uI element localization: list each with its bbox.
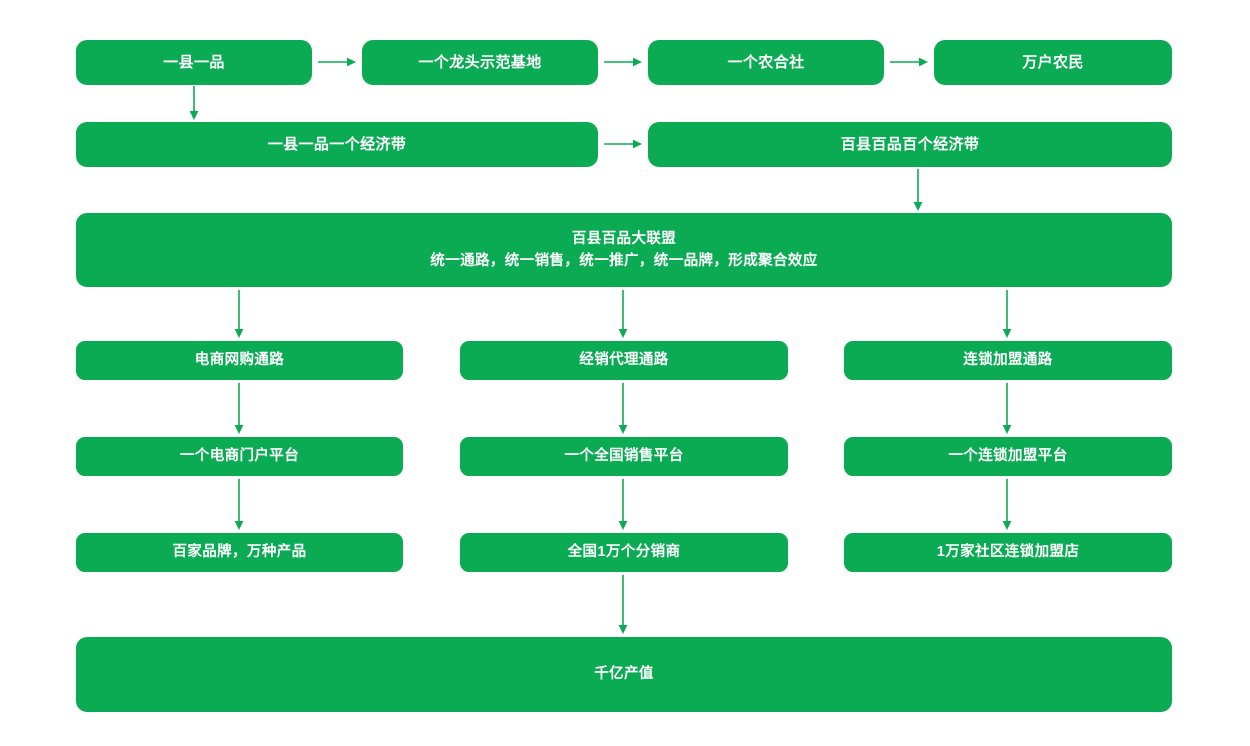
flow-node-n7[interactable]: 百县百品大联盟 统一通路，统一销售，统一推广，统一品牌，形成聚合效应 [76,213,1172,287]
arrow-n9-to-n12-icon [616,383,630,434]
flow-node-n12[interactable]: 一个全国销售平台 [460,437,788,476]
arrow-n5-to-n6-icon [604,137,642,151]
flow-node-label: 一个全国销售平台 [564,448,684,465]
flow-node-label: 全国1万个分销商 [567,544,681,561]
arrow-n2-to-n3-icon [604,55,642,69]
flow-node-n13[interactable]: 一个连锁加盟平台 [844,437,1172,476]
arrow-n7-to-n10-icon [1000,290,1014,338]
flow-node-label: 一个龙头示范基地 [418,53,542,71]
flow-node-n17[interactable]: 千亿产值 [76,637,1172,712]
arrow-n1-to-n5-icon [187,86,201,120]
flow-node-n4[interactable]: 万户农民 [934,40,1172,85]
flow-node-n6[interactable]: 百县百品百个经济带 [648,122,1172,167]
flow-node-label: 百家品牌，万种产品 [172,544,307,561]
flow-node-n5[interactable]: 一县一品一个经济带 [76,122,598,167]
flow-node-label: 一县一品一个经济带 [267,135,407,153]
flow-node-label: 一个电商门户平台 [179,448,300,465]
flow-node-label: 一县一品 [163,53,225,71]
flow-node-label: 一个连锁加盟平台 [948,448,1068,465]
flow-node-label: 电商网购通路 [194,352,285,369]
arrow-n13-to-n16-icon [1000,479,1014,530]
arrow-n7-to-n8-icon [232,290,246,338]
flow-node-label: 连锁加盟通路 [963,352,1053,369]
flow-node-n1[interactable]: 一县一品 [76,40,312,85]
arrow-n7-to-n9-icon [616,290,630,338]
flow-node-n10[interactable]: 连锁加盟通路 [844,341,1172,380]
flow-node-n15[interactable]: 全国1万个分销商 [460,533,788,572]
flow-node-label: 百县百品百个经济带 [840,135,980,153]
arrow-n3-to-n4-icon [890,55,928,69]
flow-node-label: 一个农合社 [727,53,805,71]
arrow-n10-to-n13-icon [1000,383,1014,434]
flow-node-n8[interactable]: 电商网购通路 [76,341,403,380]
flow-node-n2[interactable]: 一个龙头示范基地 [362,40,598,85]
arrow-n15-to-n17-icon [616,575,630,634]
flow-node-n9[interactable]: 经销代理通路 [460,341,788,380]
flow-node-n14[interactable]: 百家品牌，万种产品 [76,533,403,572]
flow-node-label: 千亿产值 [594,666,654,683]
arrow-n8-to-n11-icon [232,383,246,434]
flow-node-label: 1万家社区连锁加盟店 [936,544,1080,561]
arrow-n11-to-n14-icon [232,479,246,530]
flow-node-label: 百县百品大联盟 统一通路，统一销售，统一推广，统一品牌，形成聚合效应 [430,230,818,269]
flow-node-n16[interactable]: 1万家社区连锁加盟店 [844,533,1172,572]
flow-node-label: 经销代理通路 [579,352,669,369]
flow-node-n3[interactable]: 一个农合社 [648,40,884,85]
flow-node-n11[interactable]: 一个电商门户平台 [76,437,403,476]
arrow-n1-to-n2-icon [318,55,356,69]
arrow-n12-to-n15-icon [616,479,630,530]
flow-node-label: 万户农民 [1022,53,1084,71]
arrow-n6-to-n7-icon [911,169,925,211]
